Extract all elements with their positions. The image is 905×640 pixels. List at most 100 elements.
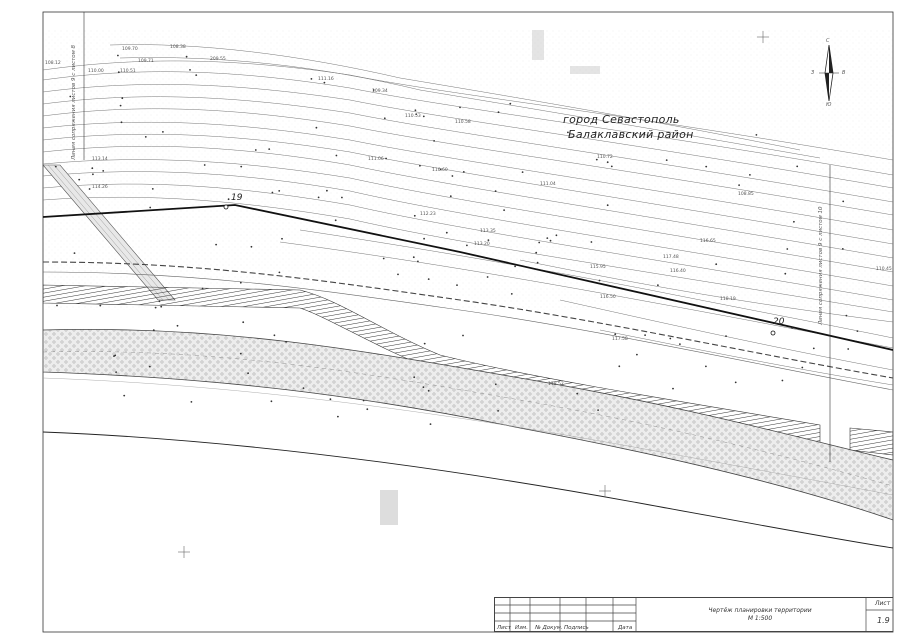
survey-point: [433, 140, 435, 142]
survey-point: [397, 273, 399, 276]
survey-point: [725, 335, 727, 337]
survey-point: [78, 178, 81, 181]
survey-point: [549, 239, 552, 242]
survey-point: [334, 219, 337, 222]
survey-point: [514, 265, 516, 268]
survey-point: [144, 136, 147, 138]
survey-point: [382, 257, 385, 260]
survey-point: [201, 287, 204, 290]
survey-point: [459, 106, 461, 109]
tb-col-change: Изм.: [515, 625, 528, 631]
survey-point: [847, 348, 850, 350]
survey-point: [445, 231, 448, 234]
boundary-line: [43, 204, 893, 351]
survey-point: [120, 121, 123, 124]
survey-point: [372, 89, 375, 91]
survey-point: [422, 115, 425, 118]
survey-point: [610, 165, 613, 168]
drawing-title: Чертёж планировки территории М 1:500: [670, 607, 850, 623]
survey-point: [113, 355, 115, 357]
survey-point: [715, 263, 718, 266]
station-marker-19: [223, 204, 229, 210]
survey-point: [672, 387, 674, 390]
survey-point: [366, 408, 369, 411]
survey-point: [555, 234, 558, 237]
survey-point: [427, 389, 430, 392]
survey-point: [88, 188, 91, 190]
sheet-number: 1.9: [877, 616, 890, 625]
station-label-20: 20: [773, 317, 785, 327]
survey-point: [92, 173, 94, 176]
survey-point: [362, 399, 365, 402]
road-edge-lower: [43, 431, 893, 549]
city-label-line1: город Севастополь: [563, 113, 680, 126]
survey-point: [786, 248, 789, 250]
right-sheet-join-note: Линия сопряжения листов 9 с листом 10: [818, 206, 824, 325]
elevation-label: 114.26: [92, 184, 108, 190]
elevation-label: 116.65: [700, 238, 716, 244]
survey-point: [271, 191, 274, 194]
survey-point: [254, 149, 257, 151]
survey-point: [494, 190, 497, 193]
survey-point: [341, 196, 343, 199]
survey-point: [429, 423, 432, 425]
survey-point: [796, 165, 799, 168]
elevation-label: 118.19: [720, 296, 736, 302]
survey-point: [521, 171, 524, 174]
south-compass-label: Ю: [826, 102, 832, 108]
survey-point: [497, 111, 500, 114]
survey-point: [614, 333, 617, 336]
survey-point: [705, 365, 707, 368]
elevation-label: 108.12: [45, 60, 61, 66]
elevation-label: 110.72: [597, 154, 613, 160]
faint-notes: [380, 30, 600, 525]
survey-point: [538, 241, 541, 244]
survey-point: [326, 189, 328, 192]
survey-point: [856, 330, 859, 332]
survey-point: [494, 383, 497, 386]
survey-point: [149, 206, 152, 209]
survey-point: [449, 195, 452, 198]
elevation-label: 110.58: [455, 119, 471, 125]
survey-point: [270, 400, 273, 403]
survey-point: [268, 148, 271, 151]
survey-point: [154, 306, 157, 309]
title-block-lines: [494, 597, 893, 632]
survey-point: [190, 401, 193, 403]
survey-point: [162, 131, 164, 133]
drawing-title-line1: Чертёж планировки территории: [708, 607, 812, 614]
survey-point: [215, 243, 218, 246]
elevation-label: 118.52: [548, 381, 564, 387]
survey-point: [239, 352, 242, 355]
drawing-scale: М 1:500: [747, 615, 773, 622]
elevation-label: 117.48: [663, 254, 679, 260]
elevation-label: 108.38: [170, 44, 186, 50]
survey-point: [54, 165, 57, 168]
survey-point: [69, 95, 72, 98]
survey-point: [176, 324, 179, 327]
elevation-label: 111.04: [540, 181, 556, 187]
survey-point: [618, 365, 621, 368]
survey-point: [337, 415, 339, 418]
survey-point: [784, 272, 787, 275]
survey-point: [335, 154, 338, 157]
city-label-line2: Балаклавский район: [568, 128, 694, 141]
survey-point: [195, 74, 198, 76]
elevation-label: 110.45: [876, 266, 892, 272]
survey-point: [462, 171, 465, 173]
elevation-label: 113.14: [92, 156, 108, 162]
survey-point: [227, 198, 230, 201]
elevation-label: 109.70: [122, 46, 138, 52]
survey-point: [665, 159, 668, 162]
survey-point: [536, 261, 539, 264]
survey-point: [285, 340, 287, 343]
vegetation-texture: [43, 30, 893, 310]
survey-point: [842, 200, 845, 203]
survey-point: [415, 113, 418, 115]
survey-point: [414, 109, 417, 112]
survey-point: [278, 190, 281, 192]
survey-point: [158, 300, 161, 303]
survey-point: [412, 256, 415, 259]
